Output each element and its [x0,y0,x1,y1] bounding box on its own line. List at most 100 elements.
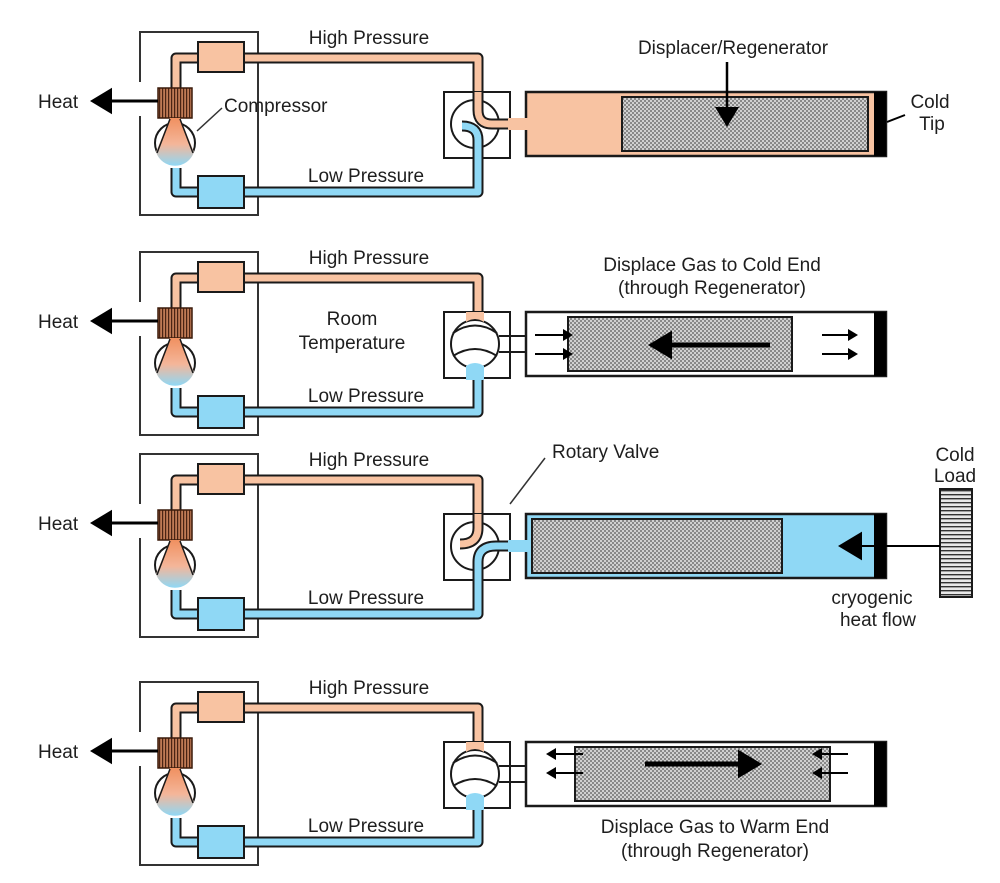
valve-port [508,540,528,552]
low-pressure-label: Low Pressure [308,816,424,837]
low-pressure-pipe-left [172,818,203,846]
heat-label: Heat [38,742,79,763]
low-pressure-pipe-left [172,168,203,196]
valve-high-cap [466,742,484,752]
valve-high-path [459,514,482,548]
valve-arc-bottom [452,778,498,787]
heat-arrow-icon [90,737,112,765]
low-pressure-tank [197,825,245,859]
gas-flow-arrow-icon [563,348,573,360]
gas-flow-arrow-icon [812,767,822,779]
valve-connector [499,335,526,353]
valve-low-path [474,542,526,582]
displacer-motion-arrow-icon [648,330,672,360]
valve-port [508,118,528,130]
stage-caption: Displace Gas to Warm End [601,817,829,838]
heat-exchanger [157,307,193,339]
high-pressure-pipe [243,704,482,742]
gas-flow-arrow-icon [848,329,858,341]
low-pressure-tank [197,395,245,429]
valve-arc-top [452,754,498,764]
valve-connector [499,765,526,783]
low-pressure-tank [197,175,245,209]
high-pressure-tank [197,261,245,293]
compressor-cone [156,118,194,154]
low-pressure-pipe [243,582,482,618]
high-pressure-pipe [243,476,482,514]
stage-caption: Displace Gas to Cold End [603,255,821,276]
heat-arrow-icon [90,87,112,115]
high-pressure-pipe-outline [243,474,484,514]
high-pressure-pipe-outline [243,702,484,742]
cold-tip-label: Tip [919,114,945,135]
compressor-label: Compressor [224,96,328,117]
valve-high-path [474,92,526,128]
cryogenic-heat-flow-label: heat flow [840,610,916,631]
gas-flow-arrow-icon [812,748,822,760]
high-pressure-pipe-left [172,704,203,738]
compressor-housing [139,251,259,436]
displacer-motion-arrow-icon [738,749,762,779]
compressor-housing [139,681,259,866]
low-pressure-tank [197,597,245,631]
high-pressure-label: High Pressure [309,450,429,471]
valve-high-cap [466,312,484,322]
low-pressure-pipe [243,380,482,416]
high-pressure-pipe-left [172,274,203,308]
low-pressure-label: Low Pressure [308,588,424,609]
cold-tip [874,312,886,376]
high-pressure-label: High Pressure [309,678,429,699]
heat-label: Heat [38,92,79,113]
valve-arc-top [452,324,498,334]
displacer-regenerator [621,96,869,152]
gas-flow-arrow-icon [546,767,556,779]
compressor-housing [139,31,259,216]
cold-tip [874,92,886,156]
low-pressure-label: Low Pressure [308,386,424,407]
cold-tip-leader-line [886,114,906,123]
high-pressure-tank [197,41,245,73]
heat-exchanger [157,87,193,119]
cryogenic-heat-flow-label: cryogenic [831,588,912,609]
cold-load-label: Load [934,466,976,487]
high-pressure-pipe-outline [243,52,484,92]
high-pressure-label: High Pressure [309,248,429,269]
high-pressure-pipe-outline [243,272,484,312]
valve-low-path [461,122,482,160]
high-pressure-pipe-left [172,476,203,510]
displacer-regenerator [574,746,831,802]
valve-low-cap [466,363,484,380]
heat-exchanger [157,737,193,769]
cold-tip-label: Cold [910,92,949,113]
compressor-cone [156,768,194,804]
displacer-regenerator-label: Displacer/Regenerator [638,38,829,59]
low-pressure-pipe [243,810,482,846]
high-pressure-tank [197,463,245,495]
heat-flow-arrow-icon [838,531,862,561]
low-pressure-pipe [243,160,482,196]
heat-label: Heat [38,312,79,333]
valve-low-cap [466,793,484,810]
stage-caption: (through Regenerator) [621,841,809,862]
high-pressure-tank [197,691,245,723]
compressor-cone [156,540,194,576]
room-temp-label: Room [327,309,378,330]
displacer-regenerator [531,518,783,574]
rotary-valve-disc [450,319,500,369]
displacer-pointer-icon [715,107,739,127]
heat-arrow-icon [90,509,112,537]
valve-arc-bottom [452,348,498,357]
high-pressure-label: High Pressure [309,28,429,49]
cold-tip [874,742,886,806]
compressor-cone [156,338,194,374]
cold-load-block [939,488,973,598]
high-pressure-pipe-left [172,54,203,88]
rotary-valve-disc [450,749,500,799]
gas-flow-arrow-icon [546,748,556,760]
compressor-leader-line [196,107,223,132]
cold-load-label: Cold [935,445,974,466]
